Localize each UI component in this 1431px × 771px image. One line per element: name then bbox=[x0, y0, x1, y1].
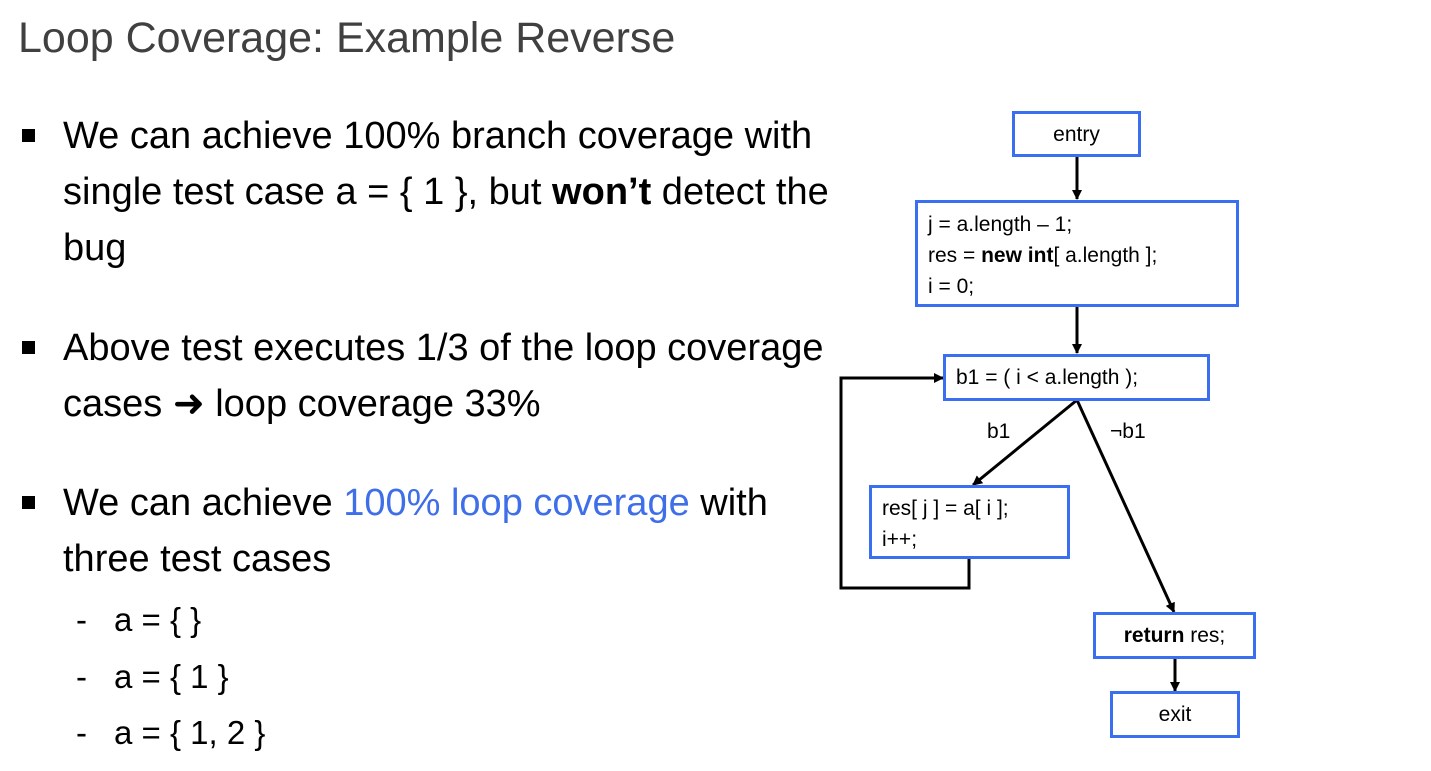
sub-bullet-dash: - bbox=[76, 658, 87, 695]
cfg-node-label: exit bbox=[1158, 703, 1192, 726]
cfg-node-label: entry bbox=[1053, 122, 1100, 146]
cfg-code-line: j = a.length – 1; bbox=[928, 213, 1073, 236]
cfg-node-exit: exit bbox=[1110, 691, 1240, 738]
sub-bullet-text: a = { } bbox=[114, 601, 202, 638]
slide-title: Loop Coverage: Example Reverse bbox=[18, 14, 676, 62]
bullet-text-part: detect the bug bbox=[63, 171, 829, 269]
bullet-text-part: We can achieve 100% branch coverage with… bbox=[63, 115, 813, 213]
bullet-text-highlight: 100% loop coverage bbox=[343, 482, 690, 524]
cfg-code-line: return res; bbox=[1124, 620, 1226, 651]
cfg-code-line: b1 = ( i < a.length ); bbox=[956, 366, 1139, 389]
cfg-code-line: res = new int[ a.length ]; bbox=[928, 240, 1236, 271]
edge-label-false: ¬b1 bbox=[1110, 420, 1146, 443]
bullet-marker bbox=[22, 341, 35, 354]
sub-bullet-dash: - bbox=[76, 714, 87, 751]
cfg-code-line: i++; bbox=[882, 528, 918, 551]
cfg-code-line: res[ j ] = a[ i ]; bbox=[882, 497, 1009, 520]
sub-bullet-test-case: -a = { } bbox=[76, 600, 201, 640]
bullet-text: Above test executes 1/3 of the loop cove… bbox=[63, 320, 833, 432]
sub-bullet-test-case: -a = { 1 } bbox=[76, 657, 229, 697]
cfg-node-return: return res; bbox=[1093, 612, 1256, 659]
cfg-code-part: [ a.length ]; bbox=[1053, 244, 1158, 267]
sub-bullet-test-case: -a = { 1, 2 } bbox=[76, 713, 265, 753]
edge-label-true: b1 bbox=[987, 420, 1011, 443]
edge-body-back-to-cond bbox=[839, 373, 971, 590]
cfg-node-init: j = a.length – 1; res = new int[ a.lengt… bbox=[915, 200, 1239, 307]
bullet-marker bbox=[22, 496, 35, 509]
sub-bullet-dash: - bbox=[76, 601, 87, 638]
cfg-code-part: res; bbox=[1184, 624, 1226, 647]
edge-cond-to-body bbox=[972, 398, 1078, 487]
bullet-text-bold: won’t bbox=[552, 171, 652, 213]
bullet-text-part: Above test executes 1/3 of the loop cove… bbox=[63, 327, 824, 425]
edge-cond-to-return bbox=[1075, 399, 1176, 613]
cfg-node-condition: b1 = ( i < a.length ); bbox=[943, 354, 1210, 401]
sub-bullet-text: a = { 1 } bbox=[114, 658, 229, 695]
cfg-node-loop-body: res[ j ] = a[ i ]; i++; bbox=[869, 485, 1070, 559]
cfg-code-keyword: new int bbox=[981, 244, 1054, 267]
cfg-code-part: res = bbox=[928, 244, 982, 267]
cfg-code-line: i = 0; bbox=[928, 275, 975, 298]
sub-bullet-text: a = { 1, 2 } bbox=[114, 714, 266, 751]
bullet-marker bbox=[22, 129, 35, 142]
bullet-text-part: with three test cases bbox=[63, 482, 768, 580]
bullet-text: We can achieve 100% loop coverage with t… bbox=[63, 475, 833, 587]
right-arrow-icon: ➜ bbox=[172, 383, 205, 425]
cfg-node-entry: entry bbox=[1012, 111, 1141, 157]
bullet-text: We can achieve 100% branch coverage with… bbox=[63, 108, 833, 276]
bullet-text-part: We can achieve bbox=[63, 482, 344, 524]
bullet-text-part: loop coverage 33% bbox=[204, 383, 541, 425]
cfg-code-keyword: return bbox=[1123, 624, 1185, 647]
